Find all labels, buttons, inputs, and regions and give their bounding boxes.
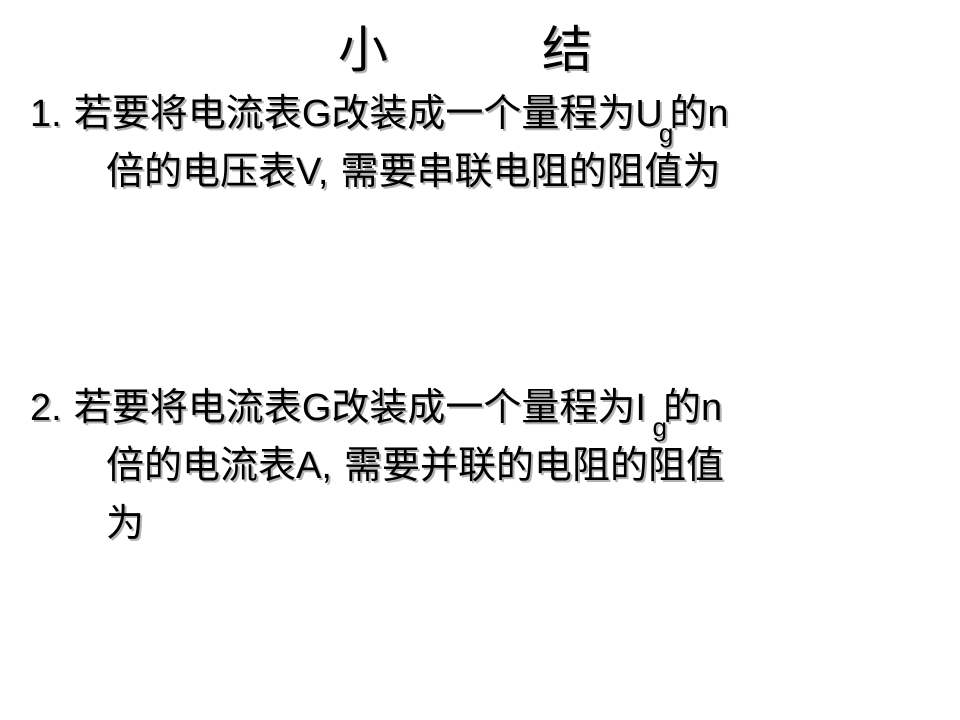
item-2-multiplier: n (701, 387, 723, 429)
item-1-text-d: 倍的电压表 (106, 149, 297, 193)
item-2-line-2: 倍的电流表A, 需要并联的电阻的阻值 (30, 436, 930, 494)
item-2-text-a: 若要将电流表 (73, 385, 302, 429)
item-1-text-c: 的 (669, 91, 708, 135)
item-1-target-symbol: V, (296, 151, 329, 193)
item-1-text-b: 改装成一个量程为 (331, 91, 636, 135)
item-2-text-e: 需要并联的电阻的阻值 (344, 443, 725, 487)
item-2-number: 2. (30, 387, 62, 429)
item-1-multiplier: n (707, 93, 729, 135)
item-2-target-symbol: A, (296, 445, 332, 487)
item-2-range-subscript: g (652, 412, 667, 442)
item-1-line-2: 倍的电压表V, 需要串联电阻的阻值为 (30, 142, 930, 200)
item-2-text-d: 倍的电流表 (106, 443, 297, 487)
item-2-line-3: 为 (30, 494, 930, 552)
item-1-text-e: 需要串联电阻的阻值为 (340, 149, 721, 193)
item-2-meter-symbol: G (301, 387, 332, 429)
item-1-number: 1. (30, 93, 62, 135)
item-2-text-b: 改装成一个量程为 (331, 385, 636, 429)
item-2-line-1: 2. 若要将电流表G改装成一个量程为I g的n (30, 378, 930, 442)
item-1-range-subscript: g (658, 118, 674, 148)
item-2-range-symbol: I (635, 387, 657, 429)
summary-item-2: 2. 若要将电流表G改装成一个量程为I g的n 倍的电流表A, 需要并联的电阻的… (30, 378, 930, 552)
item-1-range-symbol: U (635, 93, 663, 135)
item-1-line-1: 1. 若要将电流表G改装成一个量程为Ug的n (30, 84, 930, 148)
item-1-meter-symbol: G (301, 93, 332, 135)
summary-item-1: 1. 若要将电流表G改装成一个量程为Ug的n 倍的电压表V, 需要串联电阻的阻值… (30, 84, 930, 200)
item-1-text-a: 若要将电流表 (73, 91, 302, 135)
item-2-text-c: 的 (662, 385, 701, 429)
slide-title: 小 结 (338, 21, 644, 79)
item-2-text-f: 为 (106, 501, 145, 545)
